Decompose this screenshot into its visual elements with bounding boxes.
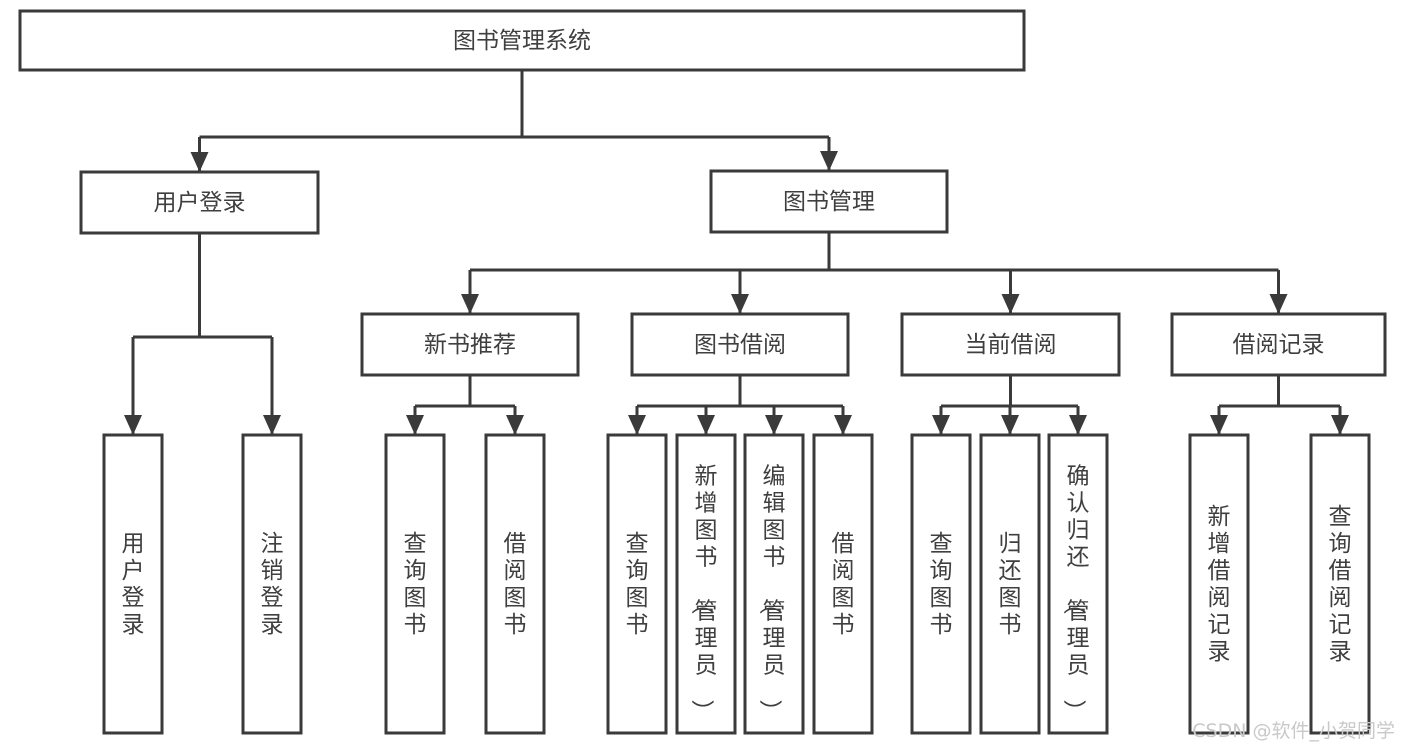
node-leaf-add-record-label: 新增借阅记录	[1208, 504, 1231, 665]
node-leaf-borrow-book-1-label: 借阅图书	[504, 531, 527, 638]
node-book-borrow[interactable]: 图书借阅	[630, 312, 850, 377]
node-leaf-add-record[interactable]: 新增借阅记录	[1188, 433, 1250, 735]
node-leaf-user-logout-label: 注销登录	[261, 531, 284, 638]
node-leaf-borrow-book-1-rect[interactable]	[484, 433, 546, 735]
node-leaf-query-record[interactable]: 查询借阅记录	[1309, 433, 1371, 735]
node-user-login-rect[interactable]	[79, 170, 320, 235]
node-root-rect[interactable]	[18, 9, 1026, 72]
node-leaf-borrow-book-2-label: 借阅图书	[832, 531, 855, 638]
node-book-borrow-label: 图书借阅	[694, 332, 786, 358]
node-book-management-rect[interactable]	[709, 169, 949, 234]
arrow-down-icon	[461, 294, 479, 314]
node-leaf-edit-book[interactable]: 编辑图书（管理员）	[743, 433, 805, 735]
node-root-label: 图书管理系统	[453, 28, 591, 54]
arrow-down-icon	[1269, 294, 1288, 314]
arrow-down-icon	[190, 152, 209, 172]
node-book-management-label: 图书管理	[783, 189, 875, 215]
node-leaf-return-book-label: 归还图书	[999, 531, 1022, 638]
arrow-down-icon	[731, 294, 749, 314]
node-leaf-user-logout[interactable]: 注销登录	[241, 433, 303, 735]
node-new-book-recommend-label: 新书推荐	[424, 332, 516, 358]
arrow-down-icon	[1331, 415, 1349, 435]
node-leaf-query-book-1-rect[interactable]	[384, 433, 446, 735]
node-root[interactable]: 图书管理系统	[18, 9, 1026, 72]
arrow-down-icon	[124, 415, 142, 435]
arrow-down-icon	[1210, 415, 1228, 435]
nodes-layer: 图书管理系统用户登录图书管理新书推荐图书借阅当前借阅借阅记录用户登录注销登录查询…	[18, 9, 1387, 735]
node-leaf-query-book-1-label: 查询图书	[404, 531, 427, 638]
node-leaf-query-book-2-rect[interactable]	[606, 433, 668, 735]
node-leaf-edit-book-label: 编辑图书（管理员）	[757, 464, 786, 723]
arrow-down-icon	[406, 415, 424, 435]
node-leaf-user-login-label: 用户登录	[122, 531, 145, 638]
node-user-login-label: 用户登录	[154, 190, 246, 216]
node-leaf-user-login[interactable]: 用户登录	[102, 433, 164, 735]
node-current-borrow[interactable]: 当前借阅	[900, 312, 1121, 377]
arrow-down-icon	[820, 151, 838, 171]
arrow-down-icon	[1069, 415, 1087, 435]
node-leaf-borrow-book-2-rect[interactable]	[812, 433, 874, 735]
node-leaf-confirm-return-label: 确认归还（管理员）	[1061, 464, 1090, 723]
node-borrow-record-rect[interactable]	[1170, 312, 1387, 377]
node-borrow-record-label: 借阅记录	[1233, 332, 1325, 358]
node-user-login[interactable]: 用户登录	[79, 170, 320, 235]
node-leaf-edit-book-rect[interactable]	[743, 433, 805, 735]
node-leaf-borrow-book-2[interactable]: 借阅图书	[812, 433, 874, 735]
node-leaf-query-record-label: 查询借阅记录	[1329, 504, 1352, 665]
connectors-layer	[124, 70, 1349, 435]
arrow-down-icon	[932, 415, 950, 435]
arrow-down-icon	[628, 415, 646, 435]
arrow-down-icon	[263, 415, 281, 435]
node-new-book-recommend-rect[interactable]	[360, 312, 580, 377]
node-leaf-return-book-rect[interactable]	[979, 433, 1041, 735]
node-leaf-query-book-3-rect[interactable]	[910, 433, 972, 735]
node-leaf-query-book-3[interactable]: 查询图书	[910, 433, 972, 735]
arrow-down-icon	[506, 415, 524, 435]
node-leaf-query-book-2[interactable]: 查询图书	[606, 433, 668, 735]
node-leaf-user-logout-rect[interactable]	[241, 433, 303, 735]
node-new-book-recommend[interactable]: 新书推荐	[360, 312, 580, 377]
arrow-down-icon	[1001, 415, 1019, 435]
node-leaf-query-book-1[interactable]: 查询图书	[384, 433, 446, 735]
node-borrow-record[interactable]: 借阅记录	[1170, 312, 1387, 377]
node-leaf-query-book-3-label: 查询图书	[930, 531, 953, 638]
node-book-management[interactable]: 图书管理	[709, 169, 949, 234]
node-leaf-add-book-label: 新增图书（管理员）	[689, 464, 718, 723]
arrow-down-icon	[765, 415, 783, 435]
node-leaf-return-book[interactable]: 归还图书	[979, 433, 1041, 735]
node-leaf-query-book-2-label: 查询图书	[626, 531, 649, 638]
arrow-down-icon	[697, 415, 715, 435]
node-current-borrow-rect[interactable]	[900, 312, 1121, 377]
node-leaf-add-book-rect[interactable]	[675, 433, 737, 735]
node-leaf-query-record-rect[interactable]	[1309, 433, 1371, 735]
node-leaf-confirm-return[interactable]: 确认归还（管理员）	[1047, 433, 1109, 735]
node-leaf-user-login-rect[interactable]	[102, 433, 164, 735]
arrow-down-icon	[834, 415, 852, 435]
node-book-borrow-rect[interactable]	[630, 312, 850, 377]
node-leaf-add-record-rect[interactable]	[1188, 433, 1250, 735]
arrow-down-icon	[1001, 294, 1020, 314]
node-leaf-borrow-book-1[interactable]: 借阅图书	[484, 433, 546, 735]
node-current-borrow-label: 当前借阅	[965, 332, 1057, 358]
watermark-label: CSDN @软件_小贺同学	[1192, 720, 1395, 742]
node-leaf-add-book[interactable]: 新增图书（管理员）	[675, 433, 737, 735]
node-leaf-confirm-return-rect[interactable]	[1047, 433, 1109, 735]
